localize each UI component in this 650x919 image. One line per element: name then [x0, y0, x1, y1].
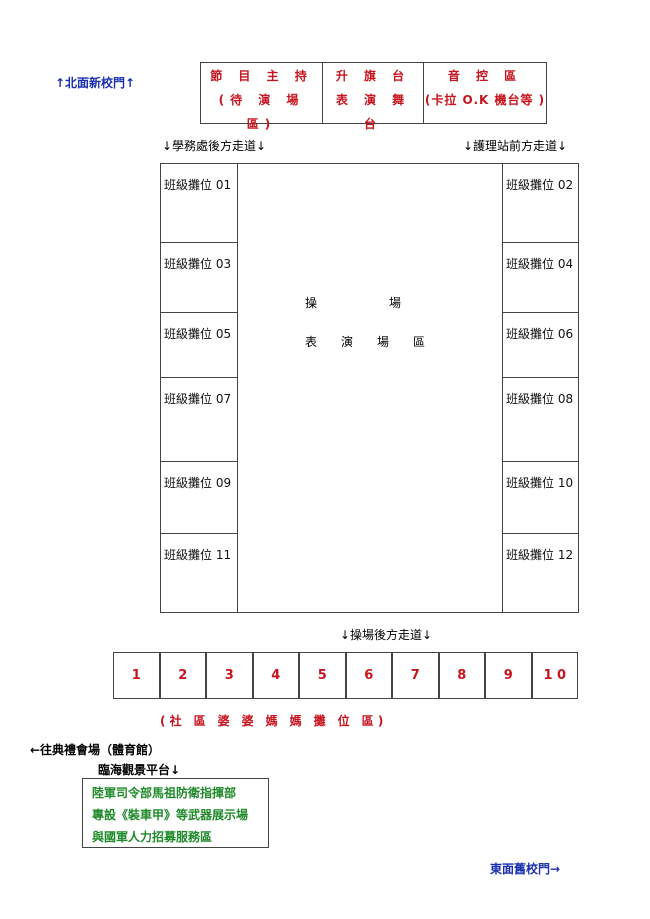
right-walkway-label: ↓護理站前方走道↓ [463, 139, 568, 153]
sound-line1: 音 控 區 [447, 69, 523, 83]
military-line2: 專設《裝車甲》等武器展示場 [92, 808, 249, 822]
community-stall-9: 9 [485, 652, 532, 699]
north-gate-label: ↑北面新校門↑ [55, 76, 136, 90]
community-stall-5: 5 [299, 652, 346, 699]
class-stall-08: 班級攤位 08 [502, 377, 579, 462]
class-stall-10: 班級攤位 10 [502, 461, 579, 534]
community-area-label: ( 社 區 婆 婆 媽 媽 攤 位 區 ) [160, 714, 384, 728]
community-stall-1: 1 [113, 652, 160, 699]
community-stall-10: 1 0 [531, 652, 578, 699]
community-stall-2: 2 [159, 652, 206, 699]
class-stall-03: 班級攤位 03 [160, 242, 238, 313]
performance-area-label: 表 演 場 區 [305, 335, 426, 349]
military-line3: 與國軍人力招募服務區 [92, 830, 213, 844]
stage-line2: 表 演 舞 台 [335, 93, 411, 131]
stage-area: 升 旗 台 表 演 舞 台 [322, 62, 424, 131]
sound-control-area: 音 控 區 (卡拉 O.K 機台等 ) [423, 62, 547, 124]
gym-direction: ←往典禮會場（體育館） [30, 743, 161, 757]
host-line1: 節 目 主 持 [210, 69, 313, 83]
community-stall-7: 7 [392, 652, 439, 699]
field-label: 操 場 [305, 296, 402, 310]
military-exhibit-box: 陸軍司令部馬祖防衛指揮部 專設《裝車甲》等武器展示場 與國軍人力招募服務區 [82, 778, 269, 848]
class-stall-07: 班級攤位 07 [160, 377, 238, 462]
class-stall-12: 班級攤位 12 [502, 533, 579, 613]
east-gate-label: 東面舊校門→ [490, 862, 561, 876]
class-stall-11: 班級攤位 11 [160, 533, 238, 613]
field-performance-area [237, 163, 503, 613]
class-stall-06: 班級攤位 06 [502, 312, 579, 378]
left-walkway-label: ↓學務處後方走道↓ [162, 139, 267, 153]
host-line2: (待 演 場 區) [218, 93, 305, 131]
stage-line1: 升 旗 台 [335, 69, 411, 83]
community-stall-6: 6 [345, 652, 392, 699]
platform-label: 臨海觀景平台↓ [98, 763, 181, 777]
community-stall-3: 3 [206, 652, 253, 699]
class-stall-04: 班級攤位 04 [502, 242, 579, 313]
military-line1: 陸軍司令部馬祖防衛指揮部 [92, 786, 237, 800]
class-stall-01: 班級攤位 01 [160, 163, 238, 243]
back-walkway-label: ↓操場後方走道↓ [340, 628, 433, 642]
community-stall-8: 8 [438, 652, 485, 699]
sound-line2: (卡拉 O.K 機台等 ) [424, 93, 546, 107]
class-stall-05: 班級攤位 05 [160, 312, 238, 378]
class-stall-02: 班級攤位 02 [502, 163, 579, 243]
host-area: 節 目 主 持 (待 演 場 區) [200, 62, 323, 131]
class-stall-09: 班級攤位 09 [160, 461, 238, 534]
community-stall-4: 4 [252, 652, 299, 699]
